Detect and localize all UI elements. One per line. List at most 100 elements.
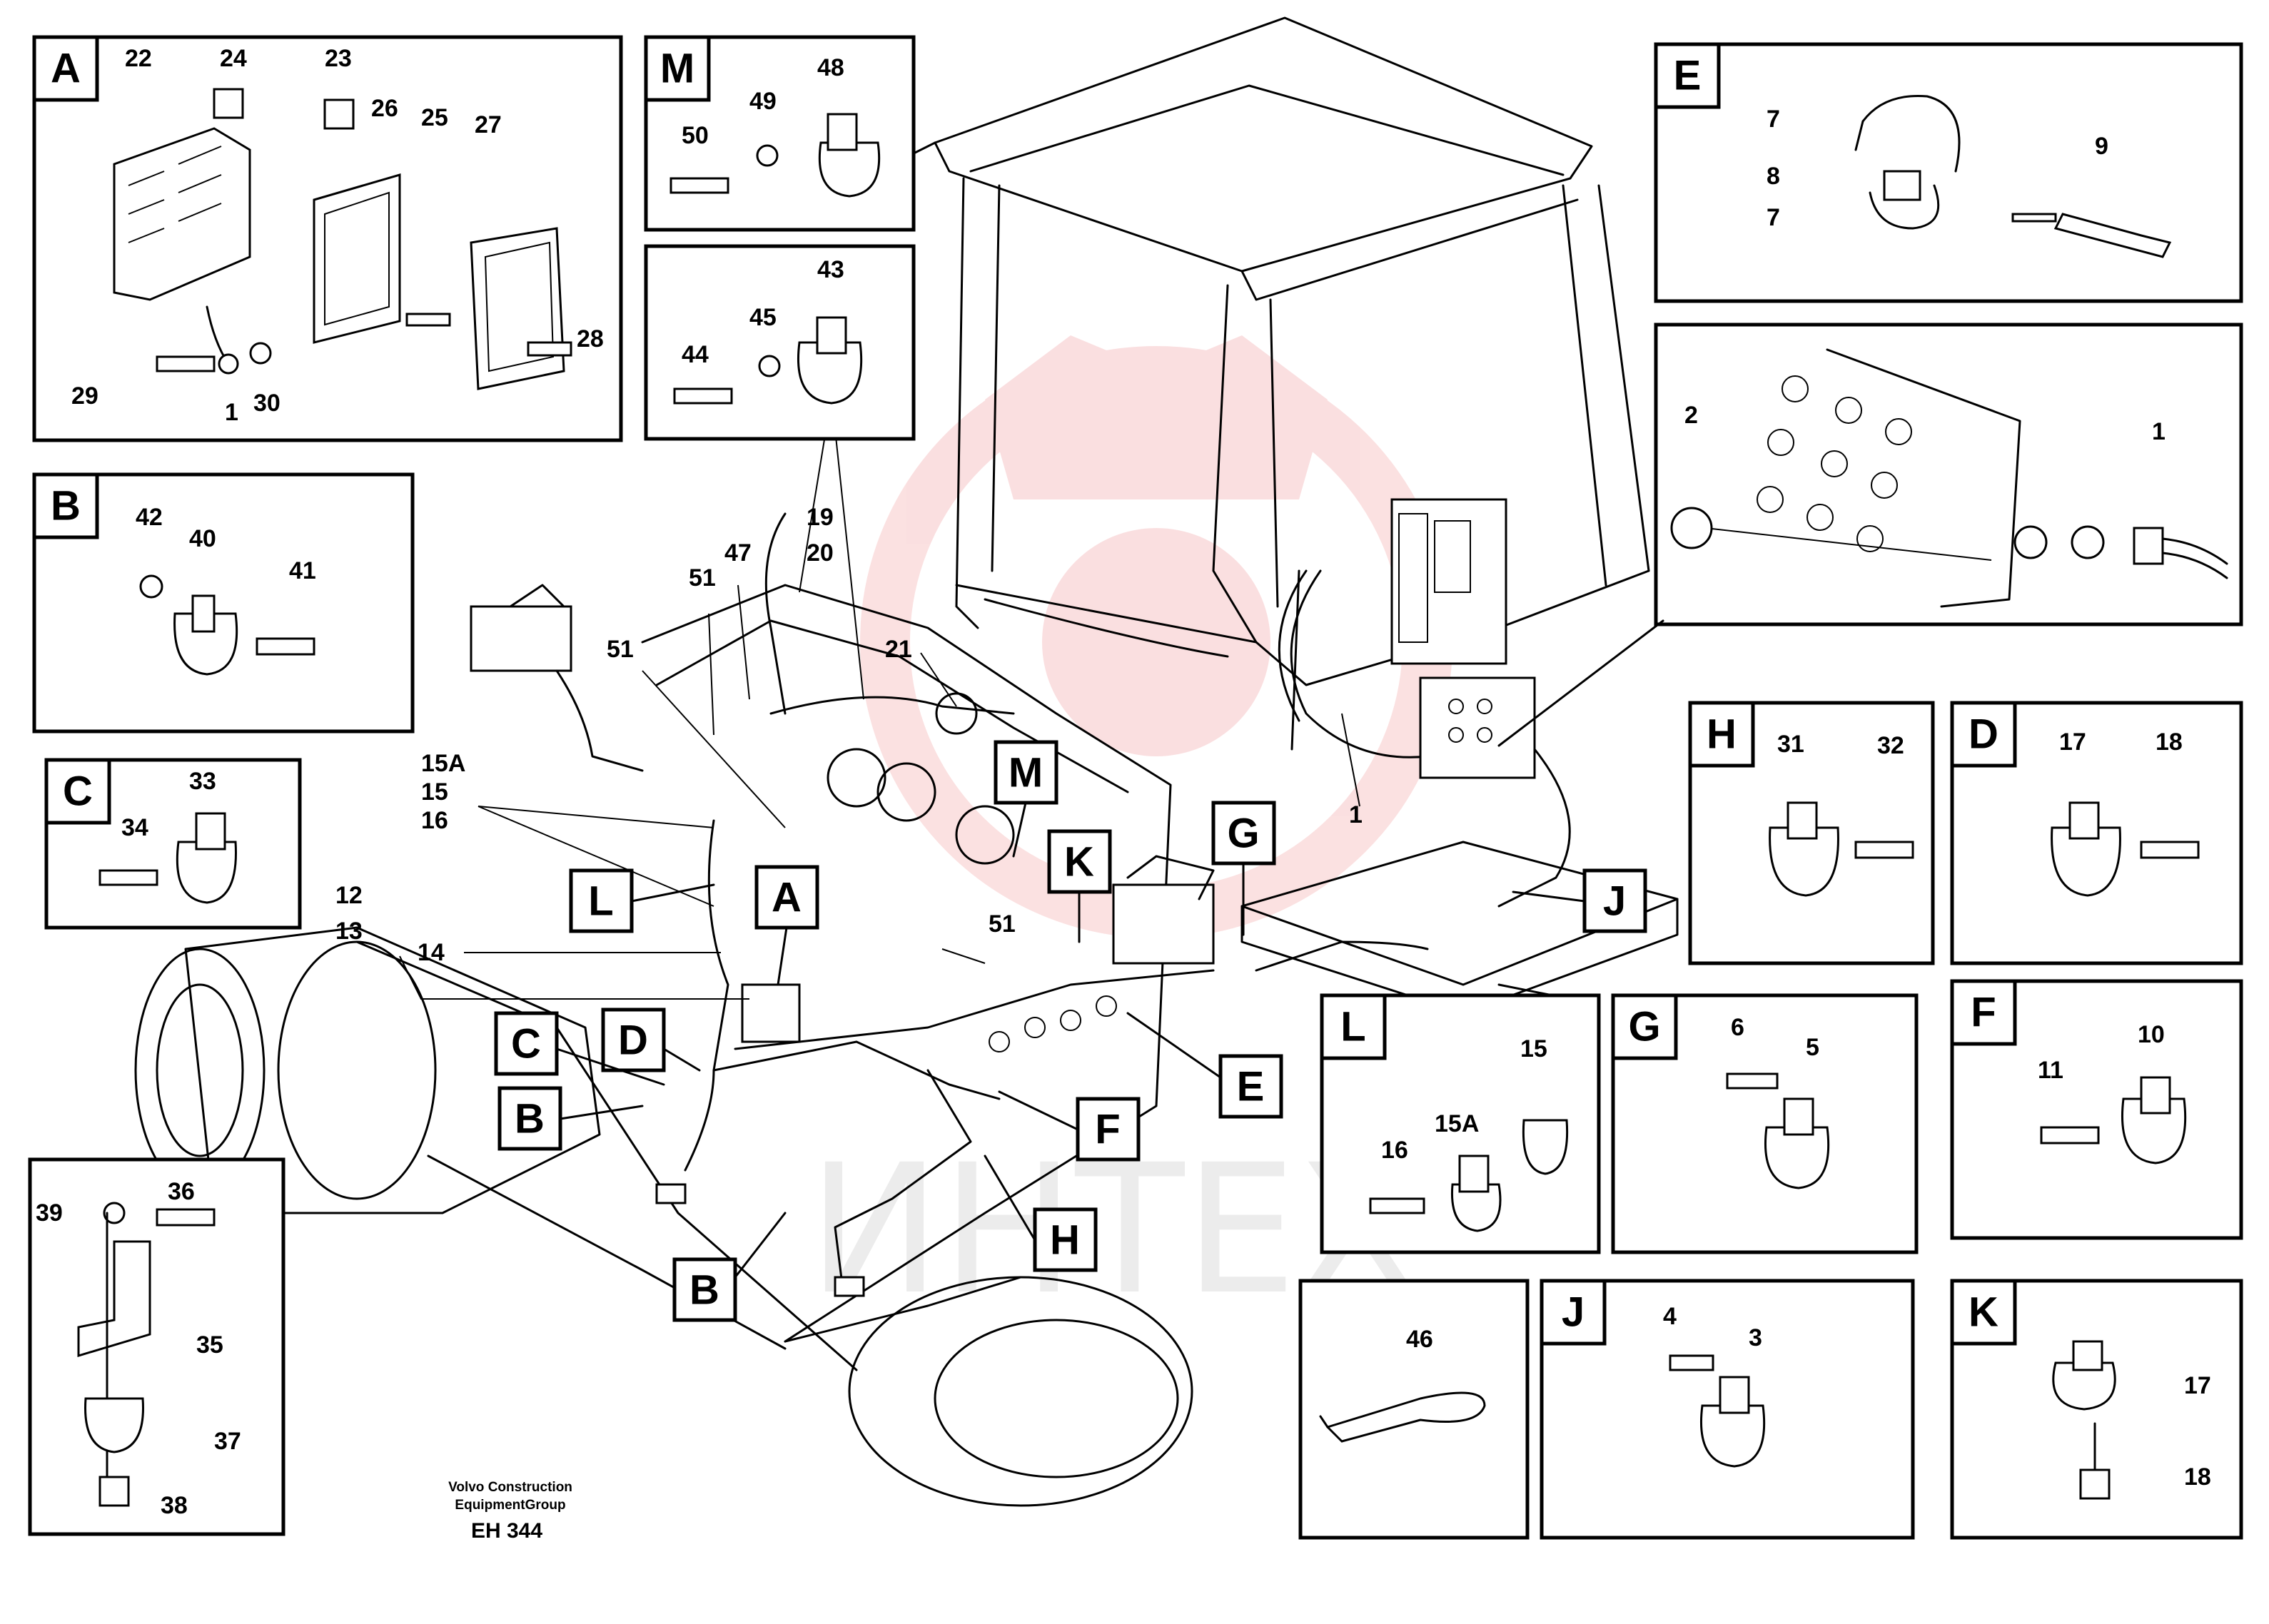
panel-f-label-10: 10	[2138, 1021, 2165, 1048]
panel-a-label-27: 27	[475, 111, 502, 138]
panel-m-label-49: 49	[749, 88, 777, 115]
detail-panel-g: G 6 5	[1611, 993, 1919, 1254]
footer-code: EH 344	[471, 1519, 542, 1543]
callout-tag-g-label: G	[1227, 811, 1259, 857]
panel-g-title: G	[1628, 1004, 1660, 1050]
panel-a-label-25: 25	[421, 104, 448, 131]
panel-n-label-45: 45	[749, 304, 777, 331]
main-callout-tags: M K G J A L C D B F E H B	[494, 740, 1647, 1322]
callout-tag-l-label: L	[588, 878, 613, 925]
callout-tag-h-label: H	[1050, 1217, 1080, 1264]
panel-a-label-29: 29	[71, 382, 98, 410]
panel-h-title: H	[1707, 711, 1737, 758]
footer-line2: EquipmentGroup	[455, 1498, 565, 1513]
panel-s-label-35: 35	[196, 1331, 223, 1359]
connector-panel-pointer	[1497, 619, 1664, 747]
panel-s-label-36: 36	[168, 1178, 195, 1205]
callout-num-15a: 15A	[421, 750, 465, 777]
panel-l-title: L	[1340, 1004, 1365, 1050]
panel-e-label-7b: 7	[1767, 204, 1780, 231]
main-callout-numbers: 19 20 47 51 21 51 15A 15 16 12 13 14 51 …	[335, 504, 1363, 966]
detail-panel-c: C 33 34	[44, 758, 302, 930]
panel-h-label-32: 32	[1877, 732, 1904, 759]
callout-tag-e-label: E	[1237, 1064, 1265, 1110]
panel-g-label-6: 6	[1731, 1014, 1744, 1041]
panel-t-label-46: 46	[1406, 1326, 1433, 1353]
panel-s-label-39: 39	[36, 1199, 63, 1227]
callout-num-16: 16	[421, 807, 448, 834]
callout-num-14: 14	[418, 939, 445, 966]
panel-b-label-41: 41	[289, 557, 316, 584]
callout-tag-k	[1047, 829, 1112, 894]
detail-panel-m: M 48 49 50	[644, 35, 916, 232]
machine-main-view	[134, 16, 1679, 1507]
callout-tag-d-label: D	[618, 1017, 648, 1064]
callout-tag-b-lower-label: B	[689, 1267, 719, 1314]
callout-tag-b-upper-label: B	[515, 1096, 545, 1142]
panel-m-label-50: 50	[682, 122, 709, 149]
panel-d-title: D	[1969, 711, 1998, 758]
callout-num-51-lower: 51	[989, 910, 1016, 938]
panel-d-label-17: 17	[2059, 729, 2086, 756]
callout-tag-a-label: A	[772, 875, 802, 921]
panel-f-label-11: 11	[2038, 1057, 2063, 1084]
detail-panel-e: E 7 8 7 9	[1654, 42, 2243, 303]
detail-panel-connector: 2 1	[1497, 323, 2243, 747]
panel-s-label-37: 37	[214, 1428, 241, 1455]
callout-tag-f-label: F	[1095, 1107, 1120, 1153]
callout-tag-k-label: K	[1064, 839, 1094, 885]
callout-tag-m-label: M	[1009, 750, 1043, 796]
detail-panel-h: H 31 32	[1688, 701, 1935, 965]
panel-b-label-40: 40	[189, 525, 216, 552]
watermark-logo	[860, 335, 1452, 938]
detail-panel-l: L 15 15A 16	[1320, 993, 1601, 1254]
panel-b-title: B	[51, 483, 81, 529]
panel-a-label-30: 30	[253, 390, 281, 417]
detail-panel-t: 46	[1298, 1279, 1530, 1540]
callout-tag-e	[1218, 1054, 1283, 1119]
callout-tag-d	[601, 1008, 666, 1072]
callout-num-19: 19	[807, 504, 834, 531]
panel-l-label-16: 16	[1381, 1137, 1408, 1164]
panel-n-label-44: 44	[682, 341, 709, 368]
panel-c-title: C	[63, 768, 93, 815]
callout-tag-c-label: C	[511, 1021, 541, 1067]
panel-s-label-38: 38	[161, 1492, 188, 1519]
detail-panel-n: 43 45 44	[644, 244, 916, 441]
panel-n-label-43: 43	[817, 256, 844, 283]
detail-panel-k: K 17 18	[1950, 1279, 2243, 1540]
detail-panel-b: B 42 40 41	[32, 472, 415, 734]
callout-num-12: 12	[335, 882, 363, 909]
panel-c-label-33: 33	[189, 768, 216, 795]
panel-e-title: E	[1674, 53, 1702, 99]
panel-c-label-34: 34	[121, 814, 148, 841]
panel-m-label-48: 48	[817, 54, 844, 81]
callout-tag-m	[994, 740, 1058, 805]
panel-k-label-17: 17	[2184, 1372, 2211, 1399]
panel-l-label-15a: 15A	[1435, 1110, 1479, 1137]
callout-tag-b-lower	[672, 1257, 737, 1322]
detail-panel-s: 39 36 35 37 38	[28, 1157, 285, 1536]
callout-tag-j-label: J	[1603, 878, 1626, 925]
panel-m-title: M	[660, 46, 694, 92]
footer-line1: Volvo Construction	[448, 1480, 572, 1495]
callout-num-1: 1	[1349, 801, 1363, 828]
detail-panel-f: F 10 11	[1950, 979, 2243, 1240]
panel-j-label-4: 4	[1663, 1303, 1677, 1330]
panel-b-label-42: 42	[136, 504, 163, 531]
panel-a-label-24: 24	[220, 45, 247, 72]
panel-a-label-1: 1	[225, 399, 238, 426]
callout-num-20: 20	[807, 539, 834, 567]
callout-tag-c	[494, 1011, 559, 1076]
footer-caption: Volvo Construction EquipmentGroup EH 344	[448, 1480, 572, 1543]
panel-a-label-28: 28	[577, 325, 604, 352]
panel-l-label-15: 15	[1520, 1035, 1547, 1062]
callout-num-47: 47	[724, 539, 752, 567]
callout-num-15: 15	[421, 778, 448, 806]
panel-e-label-7a: 7	[1767, 106, 1780, 133]
panel-e-label-8: 8	[1767, 163, 1780, 190]
panel-f-title: F	[1971, 990, 1996, 1036]
callout-num-21: 21	[885, 636, 912, 663]
detail-panel-a: A 22 24 23 26 25 27 29 1 30 28	[32, 35, 623, 442]
callout-tag-g	[1211, 801, 1276, 866]
